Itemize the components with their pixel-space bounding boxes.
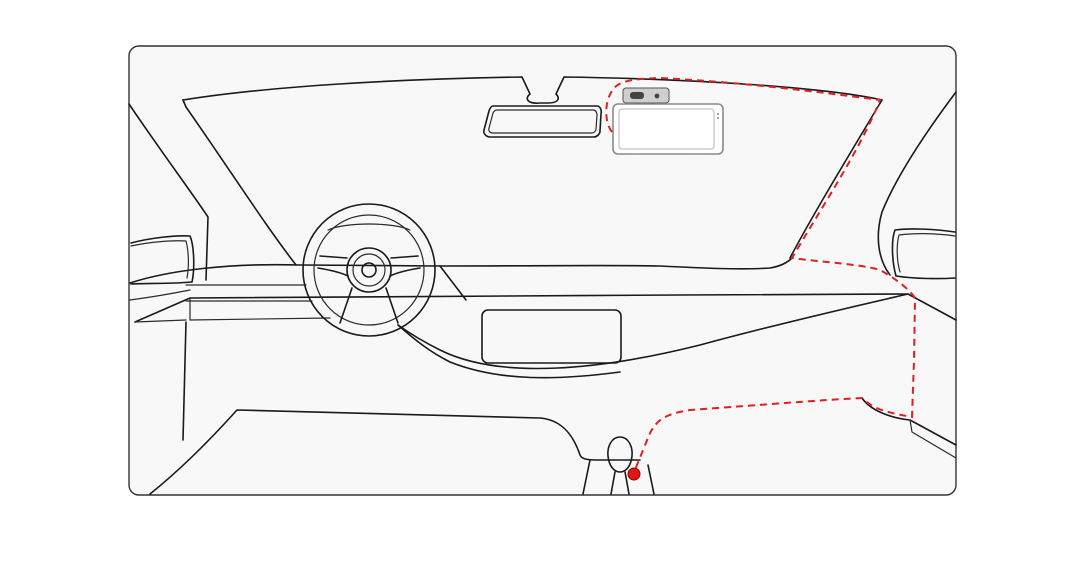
right-a-pillar xyxy=(789,99,883,259)
windshield-outline xyxy=(182,76,883,104)
dashboard-top-edge xyxy=(129,257,793,284)
steering-wheel-icon xyxy=(302,203,436,337)
rear-view-mirror-icon xyxy=(483,105,603,138)
lower-dashboard xyxy=(149,409,641,495)
dashcam-icon xyxy=(612,87,724,155)
diagram-frame xyxy=(128,45,957,496)
gear-lever xyxy=(607,436,633,473)
left-side-mirror xyxy=(130,235,195,285)
dashboard-crease xyxy=(134,293,909,370)
right-side-mirror xyxy=(891,228,956,280)
cable-route-path xyxy=(605,76,917,473)
car-interior-outline xyxy=(128,76,957,495)
center-console-screen xyxy=(481,309,622,364)
left-a-pillar xyxy=(182,99,297,266)
power-socket-icon xyxy=(627,467,641,481)
cable-route xyxy=(605,76,917,473)
